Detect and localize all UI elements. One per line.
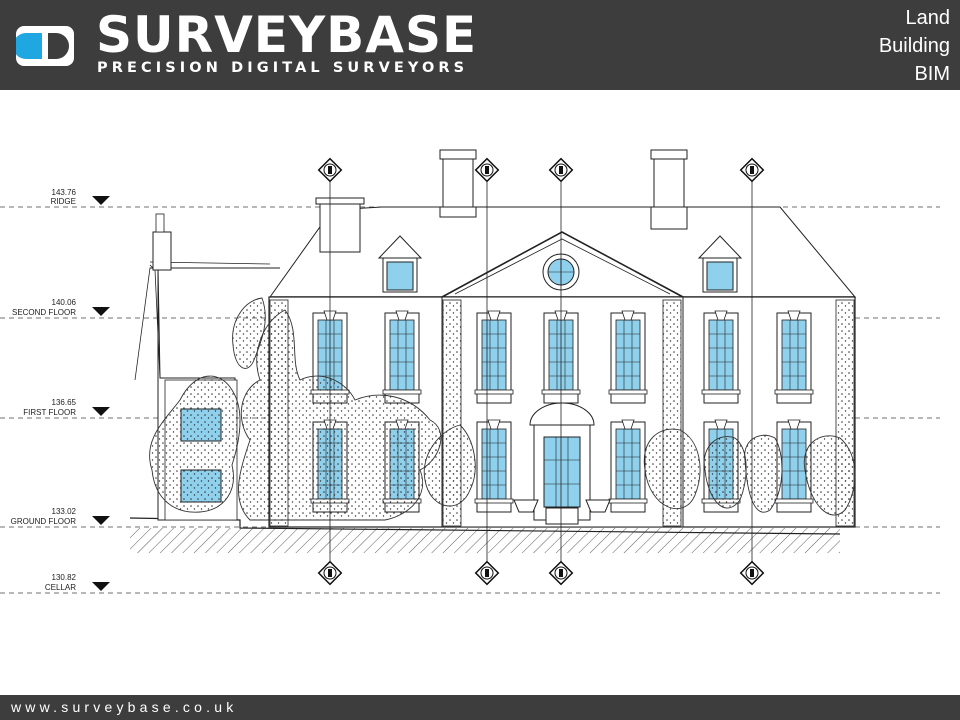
surveybase-logo-icon bbox=[16, 26, 74, 66]
grid-lines bbox=[329, 170, 753, 573]
level-marker-icon bbox=[92, 582, 110, 591]
grid-marker-icon bbox=[474, 560, 500, 586]
level-name: GROUND FLOOR bbox=[11, 517, 77, 526]
level-marker-icon bbox=[92, 407, 110, 416]
level-marker-icon bbox=[92, 516, 110, 525]
entrance-door bbox=[513, 402, 611, 525]
level-name: FIRST FLOOR bbox=[23, 408, 76, 417]
level-name: RIDGE bbox=[51, 197, 76, 206]
grid-markers-bottom bbox=[317, 560, 765, 586]
grid-marker-icon bbox=[739, 157, 765, 183]
service-building: Building bbox=[878, 35, 950, 57]
elevation-drawing: 143.76 RIDGE 140.06 SECOND FLOOR 136.65 … bbox=[0, 149, 940, 594]
level-marker-icon bbox=[92, 196, 110, 205]
service-bim: BIM bbox=[914, 63, 950, 85]
header-bar: SURVEYBASE PRECISION DIGITAL SURVEYORS L… bbox=[0, 0, 960, 90]
first-floor-windows bbox=[310, 310, 814, 404]
footer-website-url: www.surveybase.co.uk bbox=[11, 699, 238, 715]
level-cellar: 130.82 CELLAR bbox=[45, 573, 110, 592]
level-value: 130.82 bbox=[52, 573, 77, 582]
level-value: 133.02 bbox=[52, 507, 77, 516]
services-list: Land Building BIM bbox=[879, 4, 950, 88]
brand-tagline: PRECISION DIGITAL SURVEYORS bbox=[97, 60, 469, 76]
level-name: CELLAR bbox=[45, 583, 76, 592]
level-second-floor: 140.06 SECOND FLOOR bbox=[12, 298, 110, 317]
level-ridge: 143.76 RIDGE bbox=[51, 188, 110, 206]
foliage bbox=[149, 297, 856, 521]
level-value: 140.06 bbox=[52, 298, 77, 307]
level-value: 136.65 bbox=[52, 398, 77, 407]
dormer-right bbox=[697, 235, 743, 293]
brand-name: SURVEYBASE bbox=[96, 6, 478, 64]
level-marker-icon bbox=[92, 307, 110, 316]
level-name: SECOND FLOOR bbox=[12, 308, 76, 317]
grid-marker-icon bbox=[317, 157, 343, 183]
service-land: Land bbox=[905, 7, 951, 29]
dormer-left bbox=[377, 235, 423, 293]
grid-marker-icon bbox=[548, 560, 574, 586]
level-value: 143.76 bbox=[52, 188, 77, 197]
footer-bar: www.surveybase.co.uk bbox=[0, 695, 960, 720]
grid-marker-icon bbox=[317, 560, 343, 586]
chimneys bbox=[315, 149, 688, 253]
level-first-floor: 136.65 FIRST FLOOR bbox=[23, 398, 110, 417]
grid-marker-icon bbox=[548, 157, 574, 183]
level-ground-floor: 133.02 GROUND FLOOR bbox=[11, 507, 110, 526]
grid-markers-top bbox=[317, 157, 765, 183]
grid-marker-icon bbox=[474, 157, 500, 183]
grid-marker-icon bbox=[739, 560, 765, 586]
